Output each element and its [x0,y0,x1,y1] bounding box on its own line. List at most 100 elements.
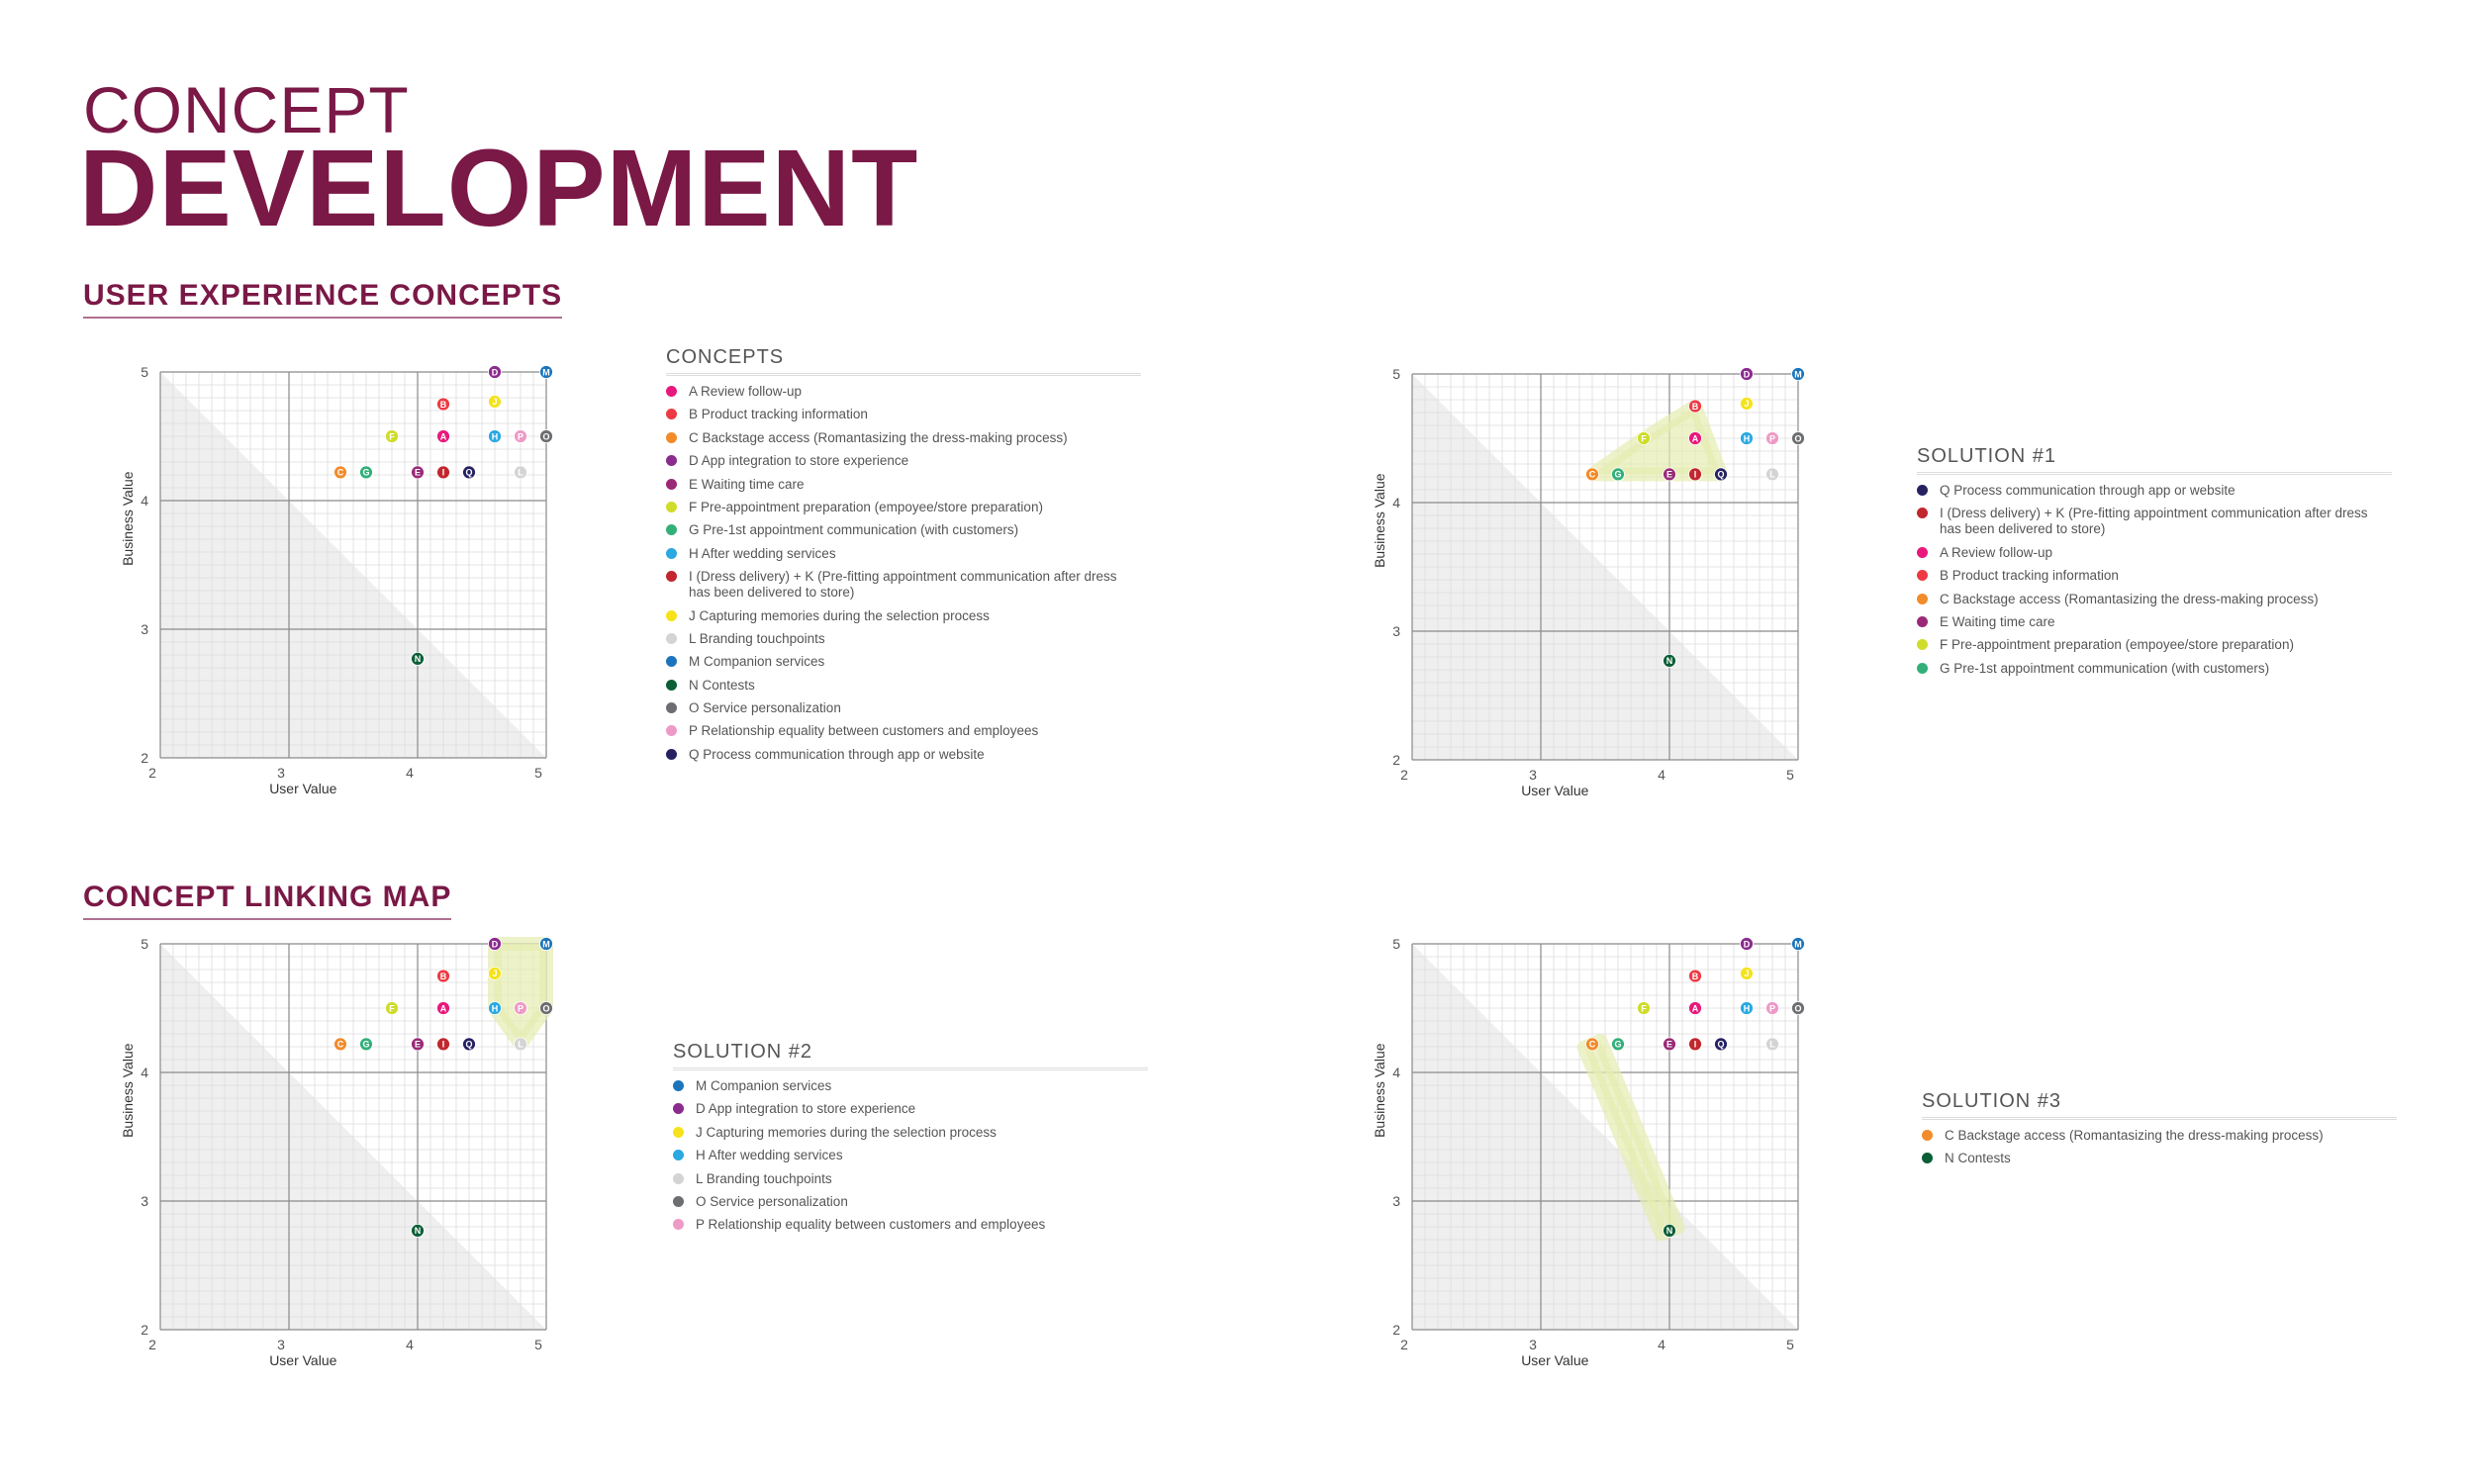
x-axis-label: User Value [269,1352,336,1368]
x-tick-label: 4 [1658,767,1665,783]
legend-label: N Contests [1945,1151,2011,1166]
y-axis-label: Business Value [120,471,136,566]
point-label: L [518,1040,523,1050]
point-marker [1740,967,1754,980]
point-m: M [539,937,553,951]
point-label: E [1666,470,1672,480]
point-label: E [1666,1040,1672,1050]
point-marker [1585,467,1599,482]
legend-label: B Product tracking information [689,407,868,422]
point-marker [1791,431,1805,445]
point-label: E [415,468,421,478]
legend-item-a: A Review follow-up [1917,545,2392,561]
point-marker [539,365,553,379]
point-label: B [1692,402,1699,412]
point-marker [1611,467,1625,482]
point-b: B [436,969,450,983]
point-d: D [488,365,502,379]
point-l: L [514,1037,527,1052]
point-marker [436,429,450,443]
point-label: G [1614,1040,1621,1050]
point-label: N [1666,656,1673,666]
legend-item-c: C Backstage access (Romantasizing the dr… [1917,592,2392,607]
y-axis-label: Business Value [1372,473,1387,568]
point-label: J [1744,399,1749,409]
point-p: P [1765,1001,1779,1015]
point-d: D [1740,367,1754,381]
point-m: M [1791,937,1805,951]
point-label: M [1794,369,1802,379]
x-tick-label: 3 [277,765,285,781]
point-n: N [1663,653,1676,668]
legend-label: M Companion services [689,654,825,670]
point-label: F [1641,1003,1647,1013]
section-ux-concepts: USER EXPERIENCE CONCEPTS [83,279,563,319]
point-q: Q [462,465,476,480]
legend-item-q: Q Process communication through app or w… [666,747,1141,763]
x-tick-label: 2 [148,1337,156,1352]
legend-dot-icon [1917,546,1928,558]
point-label: B [1692,972,1699,981]
point-f: F [385,1001,399,1015]
point-marker [1663,1223,1676,1238]
legend-dot-icon [666,609,677,621]
point-marker [411,1223,425,1238]
legend-label: G Pre-1st appointment communication (wit… [1940,660,2270,676]
legend-label: G Pre-1st appointment communication (wit… [689,522,1019,538]
point-label: P [518,1003,523,1013]
point-n: N [1663,1223,1676,1238]
point-marker [436,397,450,412]
legend-dot-icon [666,478,677,490]
y-tick-label: 5 [1392,936,1400,952]
point-c: C [1585,467,1599,482]
point-marker [1740,367,1754,381]
point-marker [1688,969,1702,983]
point-a: A [1688,431,1702,445]
point-marker [539,429,553,443]
point-marker [514,1037,527,1052]
point-marker [514,465,527,480]
legend-item-d: D App integration to store experience [673,1101,1148,1117]
point-marker [1740,1001,1754,1015]
point-marker [1714,1037,1728,1052]
x-tick-label: 3 [277,1337,285,1352]
point-label: C [1589,1040,1596,1050]
point-label: C [337,468,344,478]
point-label: F [389,431,395,441]
point-j: J [488,395,502,409]
point-j: J [488,967,502,980]
point-label: J [1744,969,1749,978]
point-o: O [1791,431,1805,445]
legend-label: D App integration to store experience [689,453,909,469]
point-label: M [1794,939,1802,949]
legend-item-i: I (Dress delivery) + K (Pre-fitting appo… [1917,506,2392,537]
point-marker [1688,399,1702,414]
point-g: G [359,1037,373,1052]
point-label: I [1694,470,1697,480]
legend-label: C Backstage access (Romantasizing the dr… [1945,1128,2324,1143]
y-tick-label: 2 [141,1322,148,1338]
point-label: G [1614,470,1621,480]
x-tick-label: 2 [1400,1337,1408,1352]
legend-item-p: P Relationship equality between customer… [673,1217,1148,1233]
x-tick-label: 4 [406,765,414,781]
point-marker [1791,1001,1805,1015]
point-o: O [1791,1001,1805,1015]
legend-item-h: H After wedding services [673,1148,1148,1163]
point-label: Q [465,468,472,478]
point-marker [1740,431,1754,445]
legend-dot-icon [666,656,677,668]
y-tick-label: 4 [1392,495,1400,510]
legend-heading: CONCEPTS [666,346,1141,376]
legend-label: C Backstage access (Romantasizing the dr… [689,429,1068,445]
point-a: A [436,429,450,443]
legend-item-n: N Contests [1922,1151,2397,1166]
point-marker [1585,1037,1599,1052]
point-i: I [436,1037,450,1052]
point-marker [462,465,476,480]
point-p: P [1765,431,1779,445]
